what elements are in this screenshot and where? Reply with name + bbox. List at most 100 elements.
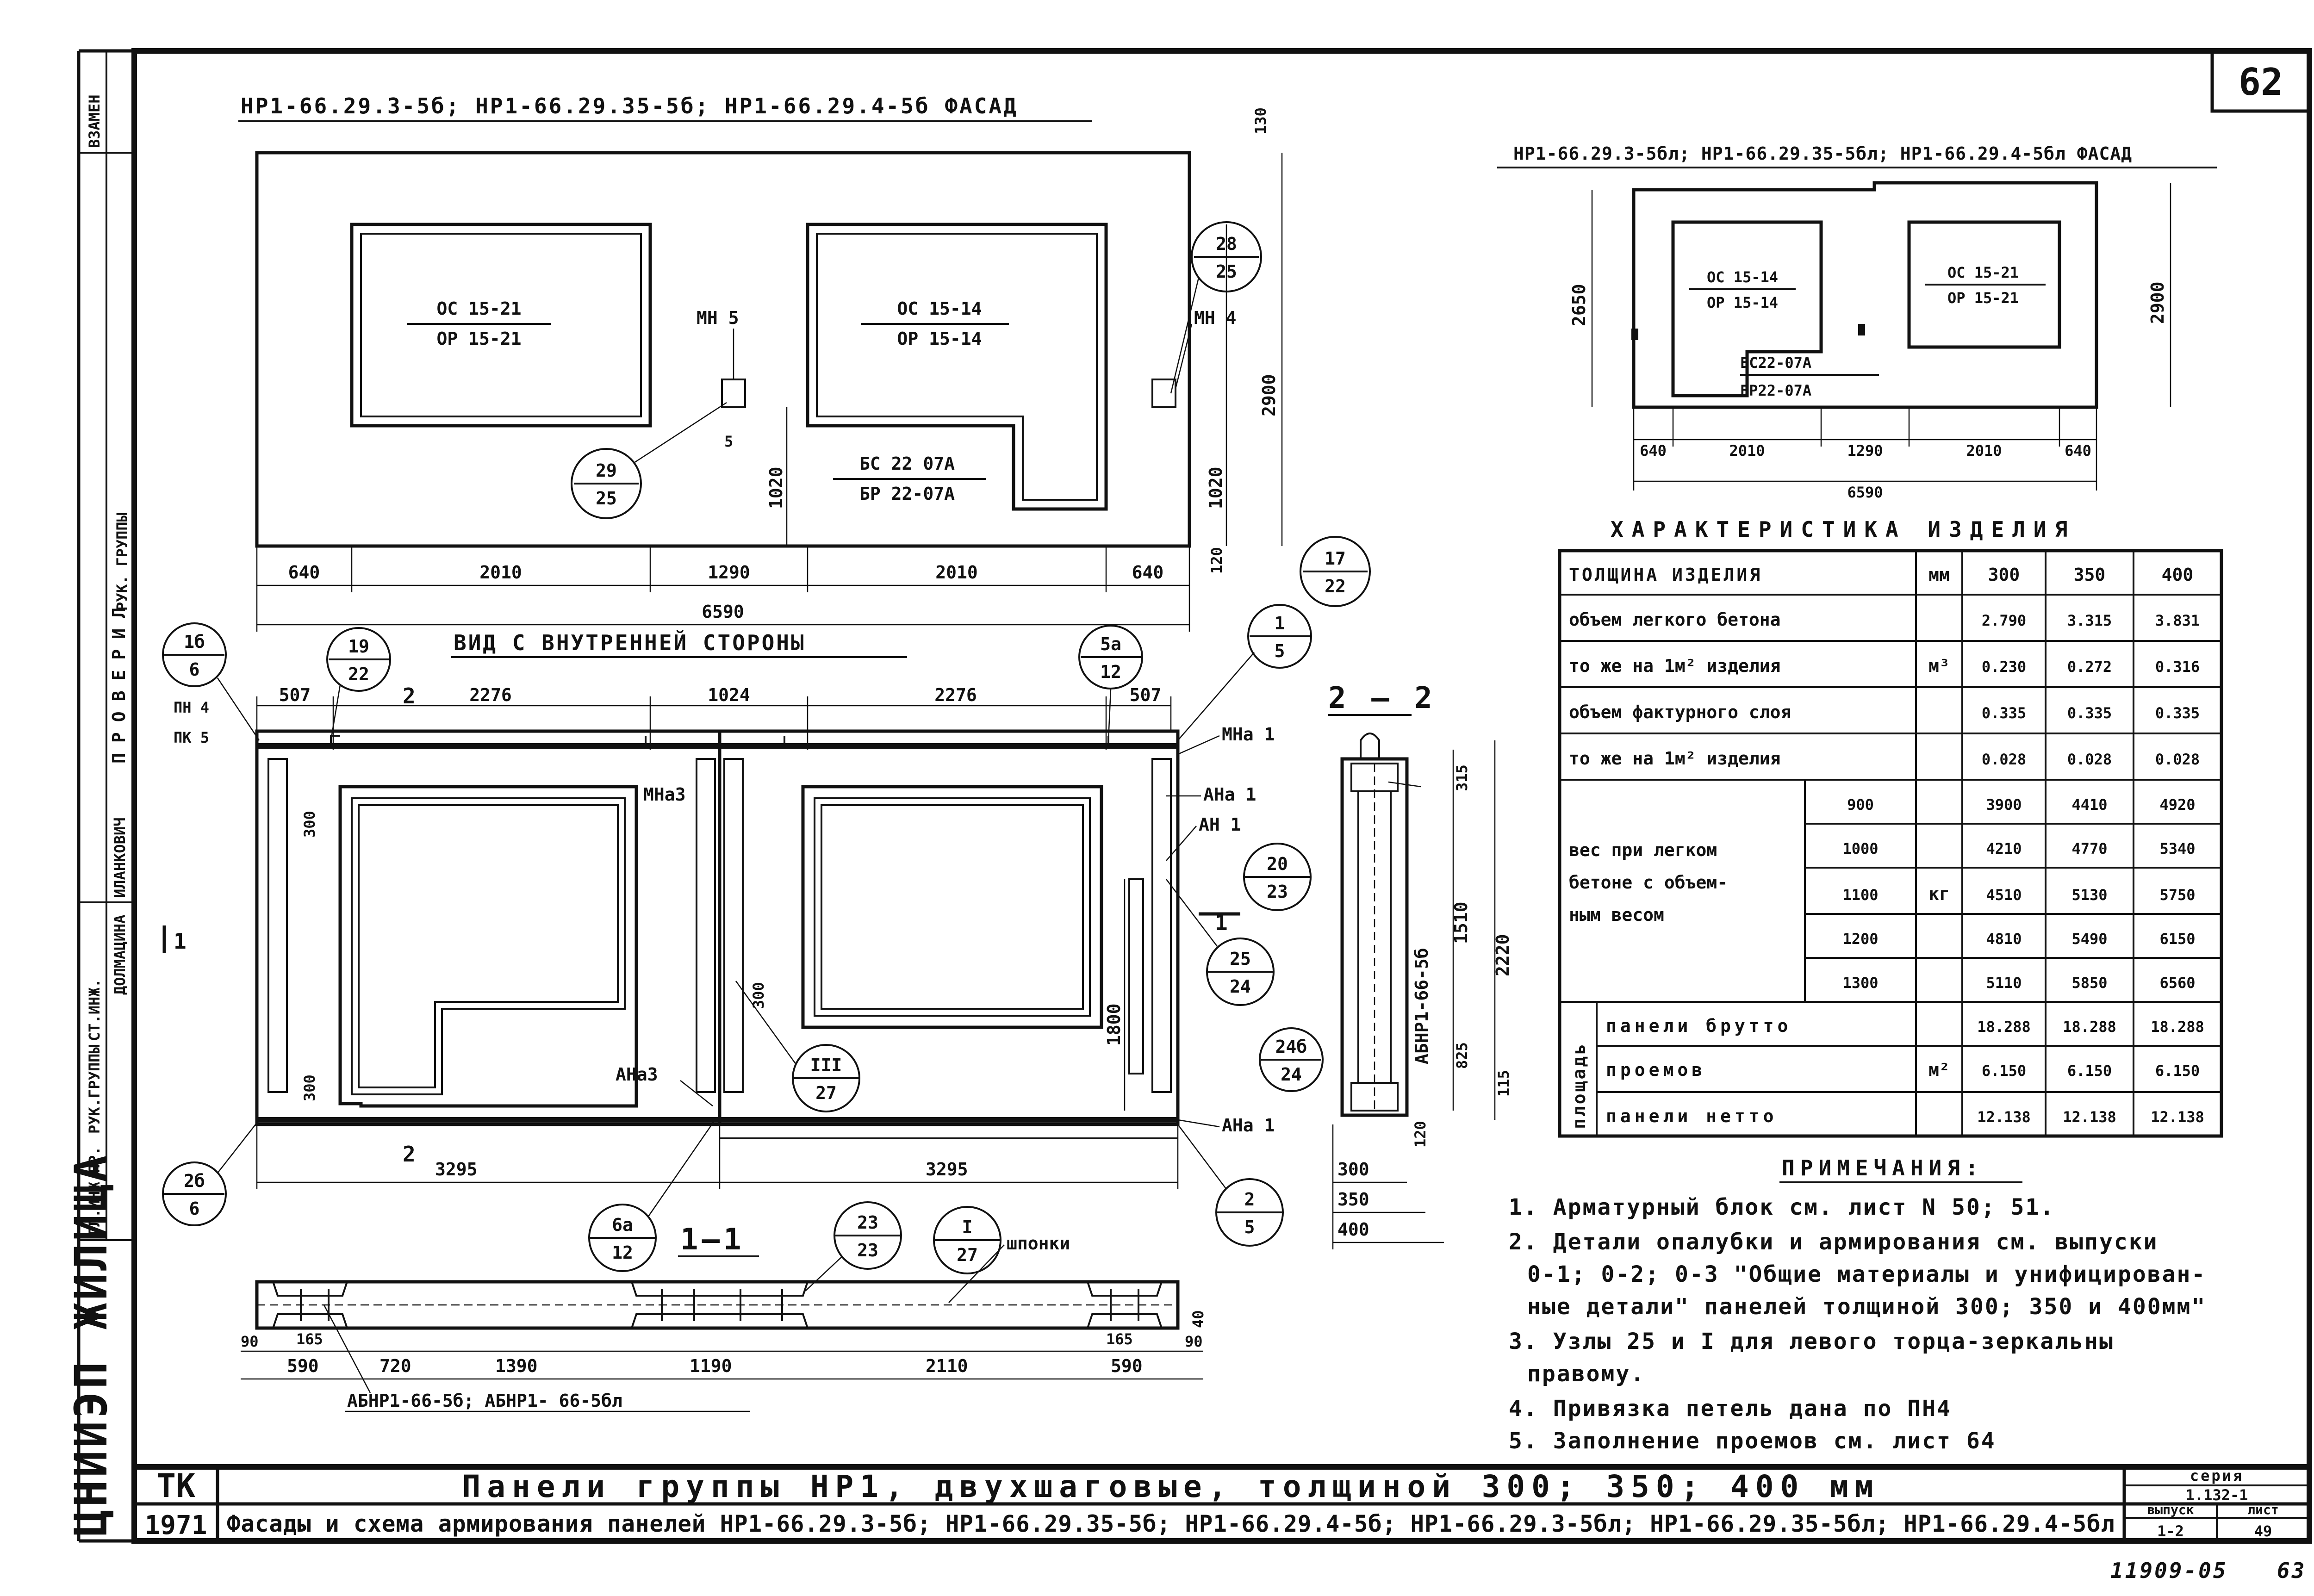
- callout-23-23: 23 23: [805, 1201, 902, 1292]
- row4-v300: 0.028: [1982, 751, 2026, 768]
- dim-b-total: 6590: [1847, 484, 1883, 501]
- dim-11-90-left: 90: [241, 1333, 259, 1350]
- row4-v350: 0.028: [2067, 751, 2112, 768]
- weight-d-5: 1300: [1842, 974, 1878, 992]
- callout-1b-6: 1б 6: [162, 622, 260, 741]
- series-value: 1.132-1: [2186, 1486, 2248, 1504]
- window-b2-top: ОС 15-21: [1947, 264, 2019, 281]
- inside-view: ВИД С ВНУТРЕННЕЙ СТОРОНЫ ПН 4 ПК 5 507 2…: [162, 604, 1324, 1303]
- callout-24b-top: 24б: [1275, 1037, 1307, 1057]
- dim-b-bottom-5: 640: [2065, 442, 2091, 460]
- dim-b-bottom-1: 640: [1640, 442, 1667, 460]
- section-mark-2-bottom: 2: [403, 1142, 417, 1167]
- notes-title: ПРИМЕЧАНИЯ:: [1782, 1155, 1984, 1180]
- window-b1-bottom: ОР 15-14: [1707, 294, 1778, 311]
- weight-4-400: 6150: [2159, 930, 2195, 948]
- pn4-label: ПН 4: [174, 699, 209, 716]
- dim-11-590-left: 590: [287, 1356, 319, 1376]
- area-1-300: 18.288: [1977, 1018, 2031, 1036]
- title-year: 1971: [145, 1510, 207, 1540]
- weight-2-400: 5340: [2159, 840, 2195, 857]
- row2-label: то же на 1м² изделия: [1569, 656, 1781, 676]
- dim-22-2220: 2220: [1493, 934, 1513, 976]
- dim-b-bottom-4: 2010: [1966, 442, 2002, 460]
- section-22-element: АБНР1-66-5б: [1412, 948, 1432, 1064]
- dim-a-1020: 1020: [1206, 466, 1226, 509]
- weight-row-3: 1100 4510 5130 5750: [1842, 886, 2195, 904]
- area-1-label: панели брутто: [1606, 1016, 1791, 1036]
- table-header-300: 300: [1988, 565, 2020, 585]
- section-1-1: 1—1 90 165 590 720 1390 1190 2110 165 59…: [241, 1223, 1207, 1412]
- sheet-number-box: [2210, 49, 2311, 113]
- stamp-checked: ПРОВЕРИЛ: [109, 597, 129, 764]
- window-a2-door: [806, 223, 1108, 511]
- dim-a-bottom-5: 640: [1132, 562, 1164, 583]
- title-subtitle: Фасады и схема армирования панелей НР1-6…: [227, 1510, 2115, 1537]
- mn4-label: МН 4: [1194, 308, 1237, 328]
- area-3-300: 12.138: [1977, 1108, 2031, 1126]
- dim-22-315: 315: [1453, 764, 1471, 791]
- weight-row-2: 1000 4210 4770 5340: [1842, 840, 2195, 857]
- weight-3-400: 5750: [2159, 886, 2195, 904]
- dim-11-165-left: 165: [296, 1330, 323, 1348]
- dim-22-825: 825: [1453, 1042, 1471, 1069]
- row1-label: объем легкого бетона: [1569, 609, 1781, 630]
- inside-view-title: ВИД С ВНУТРЕННЕЙ СТОРОНЫ: [454, 630, 806, 655]
- callout-23-top: 23: [857, 1212, 878, 1233]
- label-ana3: АНа3: [616, 1064, 658, 1085]
- callout-1b-bottom: 6: [189, 659, 200, 680]
- callout-III-top: III: [810, 1055, 842, 1075]
- dim-a-inner-1020: 1020: [766, 466, 786, 509]
- area-2-300: 6.150: [1982, 1062, 2026, 1080]
- dim-a-130: 130: [1252, 107, 1269, 134]
- dim-a-bottom-3: 1290: [708, 562, 750, 583]
- note-line-4: ные детали" панелей толщиной 300; 350 и …: [1527, 1294, 2206, 1320]
- table-header-400: 400: [2162, 565, 2194, 585]
- note-line-5: 3. Узлы 25 и I для левого торца-зеркальн…: [1509, 1329, 2114, 1354]
- window-a1-bottom: ОР 15-21: [436, 329, 521, 349]
- table-header-thickness: ТОЛЩИНА ИЗДЕЛИЯ: [1569, 565, 1762, 585]
- section-2-2: 2 — 2 АБНР1-66-5б 315 1510 2220 825 115 …: [1328, 681, 1513, 1249]
- callout-6a-bottom: 12: [612, 1242, 633, 1263]
- weight-label-2: бетоне с объем-: [1569, 872, 1728, 893]
- area-1-350: 18.288: [2063, 1018, 2116, 1036]
- dim-a-120: 120: [1208, 547, 1225, 574]
- row3-label: объем фактурного слоя: [1569, 702, 1791, 722]
- section-11-title: 1—1: [680, 1223, 745, 1257]
- weight-1-300: 3900: [1986, 796, 2022, 814]
- dim-top-5: 507: [1130, 685, 1162, 705]
- door-b-bottom: БР22-07А: [1740, 382, 1811, 399]
- weight-1-400: 4920: [2159, 796, 2195, 814]
- callout-25-24: 25 24: [1166, 879, 1275, 1006]
- callout-24b-bottom: 24: [1281, 1064, 1302, 1085]
- callout-29-bottom: 25: [596, 488, 617, 509]
- door-a-bottom: БР 22-07А: [859, 484, 955, 504]
- callout-2b-6: 2б 6: [162, 1119, 260, 1226]
- row4-v400: 0.028: [2155, 751, 2200, 768]
- insert-b: [1858, 324, 1865, 335]
- note-line-3: 0-1; 0-2; 0-3 "Общие материалы и унифици…: [1527, 1261, 2206, 1287]
- row2-v300: 0.230: [1982, 658, 2026, 676]
- area-3-350: 12.138: [2063, 1108, 2116, 1126]
- org-stamp: ЦНИИЭП ЖИЛИЩА: [65, 1153, 117, 1536]
- window-b1: [1671, 220, 1823, 397]
- pk5-label: ПК 5: [174, 729, 209, 746]
- dim-22-115: 115: [1495, 1070, 1512, 1097]
- callout-5a-top: 5а: [1100, 634, 1121, 654]
- callout-28-top: 28: [1216, 234, 1237, 254]
- area-row-1: панели брутто 18.288 18.288 18.288: [1606, 1016, 2204, 1036]
- area-2-400: 6.150: [2155, 1062, 2200, 1080]
- sheet-number: 62: [2239, 61, 2283, 104]
- stamp-row-1: ГЛ.ИНЖ.ПР.: [86, 1146, 103, 1236]
- characteristics-table: ХАРАКТЕРИСТИКА ИЗДЕЛИЯ ТОЛЩИНА ИЗ: [1558, 517, 2223, 1138]
- callout-6a-top: 6а: [612, 1215, 633, 1235]
- callout-28-bottom: 25: [1216, 261, 1237, 282]
- note-line-2: 2. Детали опалубки и армирования см. вып…: [1509, 1229, 2158, 1255]
- title-org: ТК: [156, 1467, 195, 1505]
- weight-3-350: 5130: [2071, 886, 2107, 904]
- callout-5a-bottom: 12: [1100, 662, 1121, 682]
- label-ana1-bottom: АНа 1: [1222, 1115, 1275, 1136]
- weight-d-3: 1100: [1842, 886, 1878, 904]
- window-a2-top: ОС 15-14: [897, 298, 982, 319]
- callout-25-top: 25: [1230, 949, 1251, 969]
